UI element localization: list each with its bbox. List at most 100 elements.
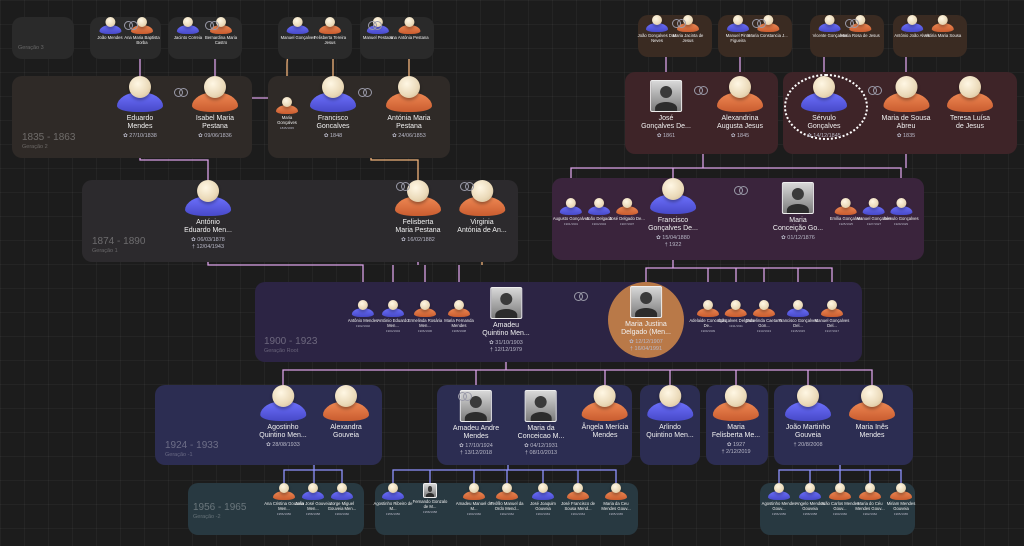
- marriage-link-icon[interactable]: [358, 87, 372, 97]
- person-name: Ana Antónia Pestana: [389, 35, 429, 40]
- person-node[interactable]: Alexandrina Augusta Jesus✿ 1845: [717, 76, 763, 140]
- marriage-link-icon[interactable]: [458, 391, 472, 401]
- person-head: [272, 385, 294, 407]
- person-name: Vicente Gonçalves: [812, 33, 848, 38]
- person-node[interactable]: Ermelinda Caetano Gon...1913/1913: [744, 300, 784, 333]
- person-dates: ✿ 31/10/1903 † 12/12/1979: [489, 340, 523, 353]
- person-dates: 1906/1906: [417, 328, 433, 333]
- person-head: [404, 17, 414, 27]
- person-node[interactable]: Sérvulo Gonçalves✿ 14/12/1845: [801, 76, 847, 140]
- person-node[interactable]: Maria Conceição Go...✿ 01/12/1876: [773, 182, 823, 242]
- person-node[interactable]: Teresa Luísa de Jesus: [947, 76, 993, 131]
- person-node[interactable]: Virginia Antónia de An...: [457, 180, 507, 235]
- person-node[interactable]: António Eduardo Men...✿ 06/03/1878 † 12/…: [184, 180, 232, 250]
- person-node[interactable]: Ermelinda Rosária Men...1906/1906: [405, 300, 445, 333]
- marriage-link-icon[interactable]: [868, 85, 882, 95]
- person-node[interactable]: Bernardina Maria Castro: [201, 17, 241, 46]
- person-node[interactable]: Maria de Sousa Abreu✿ 1835: [881, 76, 931, 140]
- person-node[interactable]: João Martinho Gouveia† 20/8/2008: [785, 385, 831, 449]
- marriage-link-icon[interactable]: [574, 291, 588, 301]
- person-node[interactable]: Jorge Miguel Gouveia Men...1960/1960: [322, 483, 362, 516]
- person-node[interactable]: José Delgado De...1907/1907: [609, 198, 645, 226]
- marriage-link-icon[interactable]: [694, 85, 708, 95]
- person-node[interactable]: Eduardo Mendes✿ 27/10/1838: [117, 76, 163, 140]
- selected-person-ring[interactable]: [784, 74, 868, 140]
- marriage-link-icon[interactable]: [396, 181, 410, 191]
- person-node[interactable]: Maria Inês Mendes: [849, 385, 895, 440]
- generation-name: Geração -2: [193, 514, 221, 520]
- person-node[interactable]: José Francisco de Sousa Mend...1964/1964: [558, 483, 598, 516]
- person-dates: 1902/1902: [355, 323, 371, 328]
- person-node[interactable]: João José Gouveia Men...1958/1958: [293, 483, 333, 516]
- person-node[interactable]: Amadeu Quintino Men...✿ 31/10/1903 † 12/…: [482, 287, 530, 353]
- marriage-link-icon[interactable]: [752, 18, 766, 28]
- person-node[interactable]: Manuel Gonçalves: [281, 17, 315, 41]
- person-node[interactable]: Amadeu Manuel de M...1960/1960: [454, 483, 494, 516]
- marriage-link-icon[interactable]: [460, 181, 474, 191]
- person-node[interactable]: Maria da Conceicao M...✿ 04/12/1931 † 08…: [518, 390, 564, 456]
- person-node[interactable]: João Carlos Mendes Gouv...1960/1960: [820, 483, 860, 516]
- marriage-link-icon[interactable]: [205, 20, 219, 30]
- person-node[interactable]: Ana Antónia Pestana: [389, 17, 429, 41]
- person-node[interactable]: Agostinho Mendes Gouv...1956/1956: [759, 483, 799, 516]
- person-node[interactable]: Agostinho Ribeiro de M...1956/1956: [373, 483, 413, 516]
- marriage-link-icon[interactable]: [734, 185, 748, 195]
- person-node[interactable]: Vitória Maria Sousa: [925, 15, 961, 39]
- person-node[interactable]: Felisberta Tereira Jesus: [310, 17, 350, 46]
- person-node[interactable]: Ana Cristina Gouveia Men...1956/1956: [264, 483, 304, 516]
- person-node[interactable]: Francisco Gonçalves Del...1915/1915: [778, 300, 818, 333]
- person-node[interactable]: João Mendes: [97, 17, 123, 41]
- person-node[interactable]: Antónia Maria Pestana✿ 24/06/1853: [386, 76, 432, 140]
- person-node[interactable]: Teófilo Manuel da Ordo Mend...1962/1962: [487, 483, 527, 516]
- person-node[interactable]: Isabel Maria Pestana✿ 09/06/1836: [192, 76, 238, 140]
- person-node[interactable]: Felisberta Maria Pestana✿ 16/02/1882: [395, 180, 441, 244]
- person-node[interactable]: Maria Justina Delgado (Men...✿ 12/12/190…: [621, 286, 671, 352]
- person-node[interactable]: Manuel Pinto Figueira: [718, 15, 758, 44]
- person-node[interactable]: Jacinto Correia: [174, 17, 202, 41]
- person-node[interactable]: Francisco Goncalves✿ 1848: [310, 76, 356, 140]
- person-node[interactable]: António João Alves: [894, 15, 930, 39]
- person-avatar: [883, 76, 929, 112]
- marriage-link-icon[interactable]: [845, 18, 859, 28]
- person-node[interactable]: Arlindo Quintino Men...: [646, 385, 694, 440]
- marriage-link-icon[interactable]: [124, 20, 138, 30]
- person-node[interactable]: Ângela Merícia Mendes: [581, 385, 628, 440]
- person-node[interactable]: Maria Felisberta Me...✿ 1927 † 2/12/2019: [712, 385, 760, 455]
- person-node[interactable]: Fernando Gonzalo de M...1958/1958: [410, 483, 450, 514]
- person-node[interactable]: Ana Maria Baptista Borba: [122, 17, 162, 46]
- person-node[interactable]: Alexandra Gouveia: [323, 385, 369, 440]
- person-node[interactable]: Maria Jacinta de Jesus: [668, 15, 708, 44]
- person-avatar: [117, 76, 163, 112]
- person-dates: 1958/1958: [422, 509, 438, 514]
- person-body: [185, 196, 231, 216]
- person-node[interactable]: João Gonçalves Das Neves: [637, 15, 677, 44]
- person-node[interactable]: António Eduardo Men...1904/1904: [373, 300, 413, 333]
- person-node[interactable]: Maria Rosa de Jesus: [840, 15, 880, 39]
- person-node[interactable]: Manuel Gonçalves Del...1917/1917: [812, 300, 852, 333]
- person-body: [581, 401, 628, 421]
- person-node[interactable]: Maria da Ceu Mendes Gouv...1965/1965: [596, 483, 636, 516]
- person-node[interactable]: Agostinho Quintino Men...✿ 28/08/1933: [259, 385, 307, 449]
- person-node[interactable]: Maria Constancia J...: [748, 15, 788, 39]
- marriage-link-icon[interactable]: [174, 87, 188, 97]
- person-node[interactable]: Adelaide Conceição De...1909/1909: [688, 300, 728, 333]
- person-node[interactable]: José Gonçalves De...✿ 1861: [641, 80, 691, 140]
- person-node[interactable]: Francisco Gonçalves De...✿ 15/04/1880 † …: [648, 178, 698, 248]
- person-node[interactable]: Maria do Céu Mendes Gouv...1962/1962: [850, 483, 890, 516]
- marriage-link-icon[interactable]: [368, 20, 382, 30]
- marriage-link-icon[interactable]: [672, 18, 686, 28]
- person-node[interactable]: Vicente Gonçalves: [812, 15, 848, 39]
- person-name: Teresa Luísa de Jesus: [949, 115, 991, 131]
